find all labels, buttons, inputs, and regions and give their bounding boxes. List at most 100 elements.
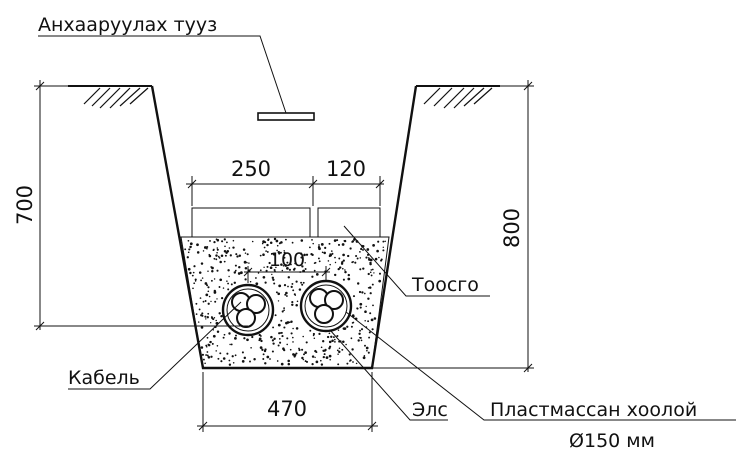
- sand-dot: [292, 353, 295, 356]
- sand-dot: [311, 275, 314, 278]
- sand-dot: [303, 353, 305, 356]
- sand-dot: [271, 350, 274, 353]
- sand-dot: [232, 246, 235, 249]
- sand-dot: [283, 251, 286, 254]
- sand-dot: [216, 247, 219, 249]
- sand-dot: [219, 352, 222, 355]
- sand-dot: [314, 261, 317, 264]
- sand-dot: [271, 339, 274, 342]
- sand-dot: [259, 269, 262, 272]
- sand-dot: [224, 254, 227, 257]
- sand-dot: [263, 266, 265, 269]
- sand-dot: [277, 323, 281, 327]
- sand-dot: [271, 273, 273, 276]
- sand-dot: [189, 242, 193, 246]
- sand-dot: [275, 266, 277, 269]
- sand-dot: [314, 349, 317, 353]
- dimension-label-470: 470: [267, 397, 307, 421]
- sand-dot: [355, 254, 358, 258]
- sand-dot: [301, 283, 304, 286]
- sand-dot: [329, 253, 332, 256]
- sand-dot: [322, 340, 325, 343]
- sand-dot: [207, 270, 209, 273]
- sand-dot: [296, 300, 299, 303]
- sand-dot: [258, 333, 261, 337]
- sand-dot: [200, 279, 202, 282]
- sand-dot: [192, 287, 194, 290]
- dimension-depth-right: [372, 80, 534, 373]
- sand-dot: [352, 295, 356, 298]
- sand-dot: [351, 314, 355, 317]
- sand-dot: [372, 244, 375, 247]
- sand-dot: [210, 316, 213, 319]
- sand-dot: [351, 348, 354, 351]
- sand-dot: [202, 358, 205, 361]
- sand-dot: [359, 336, 361, 339]
- sand-dot: [213, 257, 216, 260]
- sand-dot: [337, 353, 339, 355]
- sand-dot: [280, 331, 283, 334]
- sand-dot: [295, 327, 299, 330]
- sand-dot: [365, 346, 369, 350]
- sand-dot: [318, 244, 320, 246]
- sand-dot: [227, 269, 230, 272]
- sand-dot: [359, 251, 361, 253]
- sand-dot: [368, 336, 371, 339]
- sand-dot: [213, 248, 215, 251]
- sand-dot: [328, 242, 331, 245]
- sand-dot: [210, 355, 213, 358]
- sand-dot: [214, 300, 217, 303]
- sand-dot: [281, 335, 284, 338]
- sand-dot: [351, 240, 355, 243]
- sand-dot: [358, 332, 361, 335]
- sand-dot: [189, 271, 192, 275]
- sand-dot: [206, 351, 209, 353]
- sand-dot: [324, 348, 327, 352]
- sand-dot: [311, 239, 313, 241]
- sand-dot: [201, 314, 204, 317]
- sand-dot: [352, 321, 355, 324]
- sand-dot: [345, 343, 347, 346]
- sand-dot: [370, 318, 374, 322]
- sand-dot: [268, 261, 271, 265]
- sand-dot: [336, 334, 339, 338]
- sand-dot: [208, 295, 211, 298]
- sand-dot: [217, 357, 220, 360]
- sand-dot: [283, 250, 285, 252]
- sand-dot: [231, 355, 234, 358]
- sand-dot: [220, 314, 223, 318]
- sand-dot: [274, 314, 277, 317]
- sand-dot: [356, 307, 359, 310]
- sand-dot: [360, 339, 363, 342]
- warning-tape: [257, 112, 315, 121]
- sand-dot: [195, 302, 198, 305]
- trench-walls: [150, 85, 418, 370]
- sand-dot: [356, 282, 360, 285]
- sand-dot: [189, 245, 192, 249]
- sand-dot: [342, 278, 345, 281]
- sand-dot: [341, 267, 344, 270]
- sand-dot: [325, 356, 329, 359]
- sand-dot: [318, 332, 321, 336]
- sand-dot: [300, 239, 304, 242]
- sand-dot: [332, 336, 335, 339]
- sand-dot: [266, 265, 269, 268]
- dimension-label-120: 120: [326, 157, 366, 181]
- sand-dot: [254, 277, 257, 279]
- sand-dot: [238, 254, 242, 257]
- ground-hatching-left: [83, 87, 149, 109]
- sand-dot: [191, 274, 194, 277]
- sand-dot: [287, 276, 290, 279]
- sand-dot: [305, 360, 309, 363]
- cable-cores-left: [231, 292, 266, 328]
- sand-dot: [347, 277, 351, 281]
- sand-dot: [223, 260, 226, 263]
- sand-dot: [360, 328, 364, 331]
- sand-dot: [272, 326, 275, 329]
- sand-dot: [259, 254, 262, 257]
- sand-dot: [377, 240, 380, 243]
- sand-dot: [227, 282, 230, 285]
- sand-dot: [321, 251, 324, 254]
- sand-dot: [213, 278, 216, 280]
- sand-dot: [277, 292, 281, 296]
